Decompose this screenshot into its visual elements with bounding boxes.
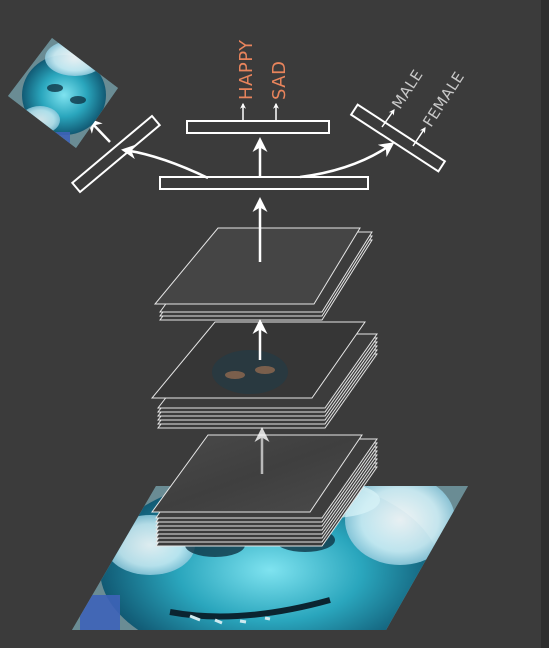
arrow-male — [381, 109, 395, 128]
feature-map-stack-1 — [151, 434, 378, 547]
reconstructed-face-image — [8, 38, 118, 148]
gender-label-male: MALE — [388, 66, 427, 112]
emotion-label-happy: HAPPY — [236, 39, 257, 100]
arrow-to-gender — [299, 142, 395, 179]
feature-map-stack-2 — [150, 321, 378, 429]
emotion-label-sad: SAD — [269, 61, 290, 100]
emotion-output-layer — [186, 120, 330, 134]
scrollbar[interactable] — [541, 0, 549, 648]
arrow-female — [412, 127, 426, 147]
shared-dense-layer — [159, 176, 369, 190]
reconstruction-layer — [70, 114, 162, 194]
arrow-to-reconstruction — [121, 144, 209, 180]
feature-map-stack-3 — [153, 227, 373, 321]
gender-label-female: FEMALE — [419, 68, 468, 130]
flow-arrows — [252, 197, 270, 474]
gender-output-layer — [349, 103, 447, 173]
